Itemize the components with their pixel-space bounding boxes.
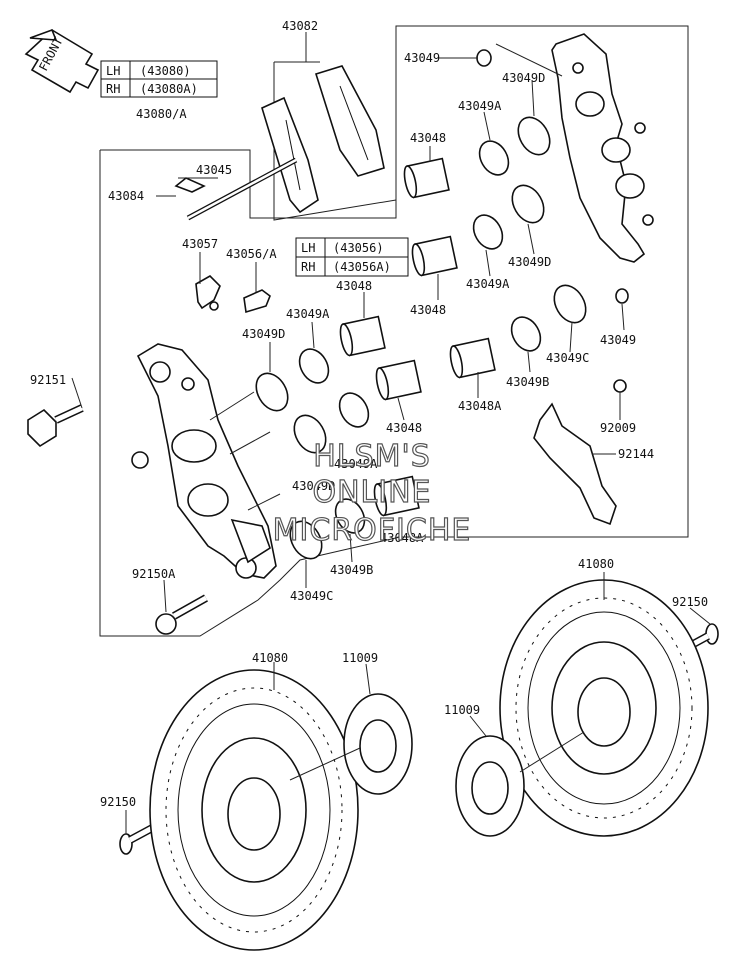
right-caliper-half	[551, 33, 654, 263]
part-labels: 43082 43080/A 43045 43084 43057 43056/A …	[30, 19, 708, 809]
front-arrow-icon: FRONT	[24, 28, 100, 94]
label-43049A-r: 43049A	[466, 277, 510, 291]
label-43049-top: 43049	[404, 51, 440, 65]
label-43049-r: 43049	[600, 333, 636, 347]
brake-disc-left	[149, 669, 359, 951]
label-43082: 43082	[282, 19, 318, 33]
label-43049D-r: 43049D	[508, 255, 551, 269]
caliper-rh-key: RH	[106, 82, 120, 96]
watermark-line-1: HLSM'S	[313, 439, 431, 474]
bleeder-valve	[195, 275, 271, 314]
brake-pads	[261, 65, 385, 214]
leader-lines	[71, 43, 711, 834]
label-43049B-c: 43049B	[330, 563, 373, 577]
label-92150-right: 92150	[672, 595, 708, 609]
label-11009-left: 11009	[342, 651, 378, 665]
label-43049A-mid: 43049A	[286, 307, 330, 321]
label-43080A: 43080/A	[136, 107, 187, 121]
label-43049C-r: 43049C	[546, 351, 589, 365]
label-43045: 43045	[196, 163, 232, 177]
label-43049D-top: 43049D	[502, 71, 545, 85]
watermark-line-3: MICROFICHE	[273, 513, 472, 548]
piston-rh-code: (43056A)	[333, 260, 391, 274]
label-43048A-r: 43048A	[458, 399, 502, 413]
label-43048-top: 43048	[336, 279, 372, 293]
bolt-92151	[27, 404, 84, 448]
label-43057: 43057	[182, 237, 218, 251]
label-43049B-r: 43049B	[506, 375, 549, 389]
label-43049C-c: 43049C	[290, 589, 333, 603]
label-43049D-left: 43049D	[242, 327, 285, 341]
label-43056A: 43056/A	[226, 247, 277, 261]
hose-bracket	[533, 379, 627, 526]
disc-shim-right	[455, 735, 525, 837]
caliper-lh-key: LH	[106, 64, 120, 78]
left-caliper-half	[131, 343, 277, 579]
caliper-variant-table: LH (43080) RH (43080A)	[100, 60, 218, 98]
label-41080-left: 41080	[252, 651, 288, 665]
pistons	[339, 157, 496, 517]
label-43048-r1: 43048	[410, 131, 446, 145]
piston-rh-key: RH	[301, 260, 315, 274]
label-43048-c: 43048	[386, 421, 422, 435]
label-43049D-c: 43049D	[292, 479, 335, 493]
piston-lh-code: (43056)	[333, 241, 384, 255]
label-41080-right: 41080	[578, 557, 614, 571]
label-11009-right: 11009	[444, 703, 480, 717]
label-43084: 43084	[108, 189, 144, 203]
caliper-lh-code: (43080)	[140, 64, 191, 78]
watermark-line-2: ONLINE	[312, 475, 431, 510]
brake-disc-right	[499, 579, 709, 837]
bolt-92150A	[155, 594, 208, 635]
label-43049A-c: 43049A	[334, 457, 378, 471]
label-92151: 92151	[30, 373, 66, 387]
label-92144: 92144	[618, 447, 654, 461]
piston-set-variant-table: LH (43056) RH (43056A)	[295, 237, 409, 277]
label-92009: 92009	[600, 421, 636, 435]
label-92150A: 92150A	[132, 567, 176, 581]
caliper-rh-code: (43080A)	[140, 82, 198, 96]
piston-lh-key: LH	[301, 241, 315, 255]
label-43048-r2: 43048	[410, 303, 446, 317]
label-92150-left: 92150	[100, 795, 136, 809]
label-43049A-top: 43049A	[458, 99, 502, 113]
watermark: HLSM'S ONLINE MICROFICHE	[272, 438, 472, 548]
piston-seals	[255, 49, 629, 560]
label-43048A-c: 43048A	[380, 531, 424, 545]
disc-shim-left	[343, 693, 413, 795]
pad-pin	[174, 157, 298, 221]
